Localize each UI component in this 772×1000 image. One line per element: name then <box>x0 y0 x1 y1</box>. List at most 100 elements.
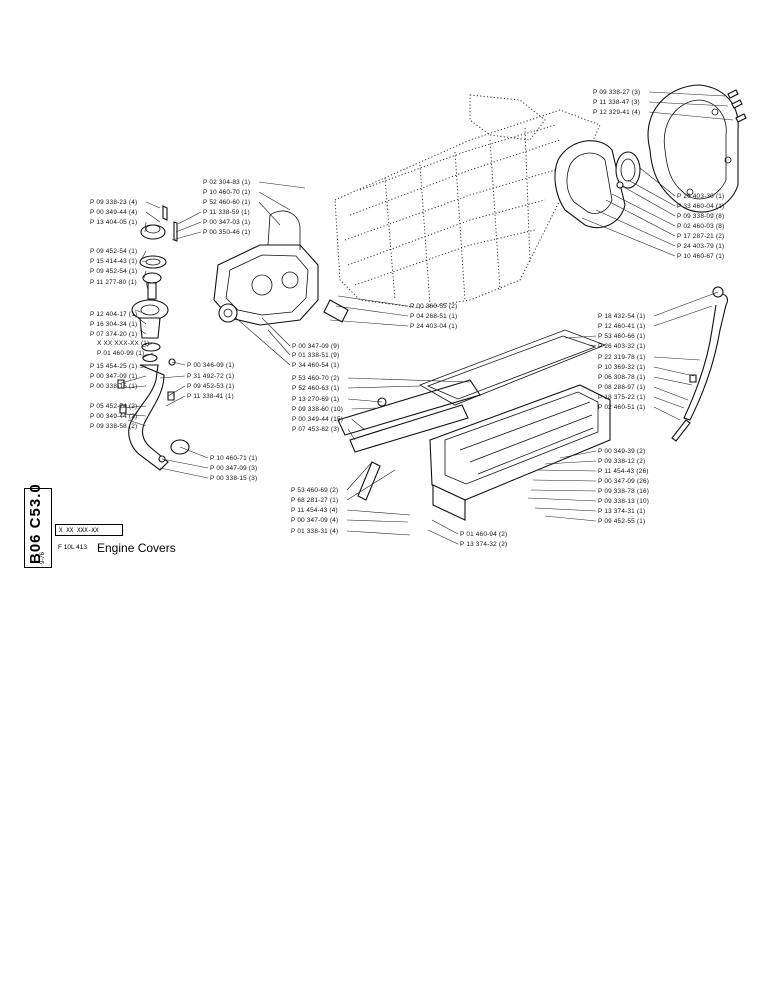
part-number-label: P 01 338-51 (9) <box>292 352 339 359</box>
part-number-label: P 33 460-04 (1) <box>677 203 724 210</box>
leader-line <box>347 377 471 383</box>
part-number-label: P 53 460-69 (2) <box>291 487 338 494</box>
part-number-label: P 00 347-09 (4) <box>291 517 338 524</box>
part-number-label: P 52 460-60 (1) <box>203 199 250 206</box>
part-number-label: P 09 452-53 (1) <box>187 383 234 390</box>
leader-line <box>145 281 149 291</box>
gear-case-cover <box>213 210 349 326</box>
leader-line <box>335 305 409 317</box>
leader-line <box>648 91 726 97</box>
leader-line <box>611 193 676 227</box>
leader-line <box>171 361 186 366</box>
part-number-label: P 00 347-09 (26) <box>598 478 649 485</box>
part-number-label: P 09 338-13 (10) <box>598 498 649 505</box>
leader-line <box>544 460 597 465</box>
part-number-label: P 00 349-44 (2) <box>90 413 137 420</box>
leader-line <box>141 352 154 359</box>
part-number-label: P 13 270-69 (1) <box>292 396 339 403</box>
part-number-label: P 06 308-78 (1) <box>598 374 645 381</box>
leader-line <box>139 250 147 263</box>
leader-line <box>653 305 713 327</box>
leader-line <box>346 519 409 523</box>
leader-line <box>653 291 719 317</box>
part-number-label: P 22 319-78 (1) <box>598 354 645 361</box>
leader-line <box>595 209 676 247</box>
part-number-label: P 10 369-32 (1) <box>598 364 645 371</box>
part-number-label: P 53 460-66 (1) <box>598 333 645 340</box>
part-number-label: P 09 452-54 (1) <box>90 268 137 275</box>
leader-line <box>127 419 147 427</box>
part-number-label: P 09 338-58 (2) <box>90 423 137 430</box>
part-number-label: P 11 277-80 (1) <box>90 279 137 286</box>
part-number-label: P 68 281-27 (1) <box>291 497 338 504</box>
oil-pan-gasket <box>419 329 607 406</box>
part-number-label: P 26 403-32 (1) <box>598 343 645 350</box>
part-number-label: P 09 338-23 (4) <box>90 199 137 206</box>
leader-line <box>143 270 147 279</box>
leader-line <box>144 221 147 233</box>
leader-line <box>235 317 291 366</box>
part-number-label: P 12 404-17 (1) <box>90 311 137 318</box>
part-number-label: P 00 347-03 (1) <box>203 219 250 226</box>
part-number-label: P 11 338-59 (1) <box>203 209 250 216</box>
part-number-label: P 00 350-46 (1) <box>203 229 250 236</box>
flywheel-bolts <box>727 89 747 123</box>
leader-line <box>648 111 734 121</box>
part-number-label: P 11 454-43 (4) <box>291 507 338 514</box>
leader-line <box>653 376 693 386</box>
flywheel-housing <box>647 84 739 213</box>
part-number-label: P 13 374-31 (1) <box>598 508 645 515</box>
leader-line <box>134 309 147 315</box>
leader-line <box>121 385 147 389</box>
leader-line <box>123 413 147 417</box>
leader-line <box>337 295 409 307</box>
part-number-label: P 07 374-20 (1) <box>90 331 137 338</box>
part-number-label: P 09 338-09 (8) <box>677 213 724 220</box>
part-number-label: P 09 338-27 (3) <box>593 89 640 96</box>
part-number-label: P 11 338-47 (3) <box>593 99 640 106</box>
model-label: F 10L 413 <box>58 544 88 551</box>
part-number-label: P 09 338-78 (16) <box>598 488 649 495</box>
part-number-label: P 52 460-63 (1) <box>292 385 339 392</box>
leader-line <box>142 342 154 348</box>
part-number-label: P 10 460-67 (1) <box>677 253 724 260</box>
part-number-label: P 10 460-70 (1) <box>203 189 250 196</box>
part-number-label: P 01 460-99 (1) <box>97 350 144 357</box>
engine-block-outline <box>334 94 601 309</box>
leader-line <box>621 185 676 217</box>
leader-line <box>258 201 281 226</box>
part-number-label: P 11 338-41 (1) <box>187 393 234 400</box>
part-number-label: P 12 460-41 (1) <box>598 323 645 330</box>
leader-line <box>351 418 366 431</box>
leader-line <box>351 407 377 410</box>
leader-line <box>159 375 186 379</box>
reference-subcode: 9-76 <box>40 551 46 564</box>
part-number-label: P 15 414-43 (1) <box>90 258 137 265</box>
leader-line <box>532 479 597 482</box>
leader-line <box>137 317 147 325</box>
part-number-label: P 18 432-54 (1) <box>598 313 645 320</box>
oil-filler-assembly <box>117 205 190 471</box>
part-number-label: P 00 349-39 (2) <box>598 448 645 455</box>
leader-line <box>605 199 676 237</box>
leader-line <box>145 211 161 223</box>
part-number-label: P 07 453-82 (3) <box>292 426 339 433</box>
leader-line <box>171 231 202 241</box>
leader-line <box>119 405 147 409</box>
leader-line <box>261 317 291 347</box>
leader-line <box>347 428 356 441</box>
dipstick-tube <box>671 286 728 442</box>
leader-line <box>544 515 597 522</box>
leader-line <box>117 375 147 385</box>
code-box: X XX XXX-XX <box>55 524 123 536</box>
part-number-label: P 08 288-97 (1) <box>598 384 645 391</box>
reference-frame <box>24 488 52 568</box>
leader-lines <box>117 91 734 545</box>
part-number-label: P 00 347-09 (3) <box>210 465 257 472</box>
leader-line <box>653 386 689 401</box>
part-number-label: P 26 403-30 (1) <box>677 193 724 200</box>
part-number-label: P 31 492-72 (1) <box>187 373 234 380</box>
part-number-label: P 00 360-55 (2) <box>410 303 457 310</box>
part-number-label: P 09 452-55 (1) <box>598 518 645 525</box>
